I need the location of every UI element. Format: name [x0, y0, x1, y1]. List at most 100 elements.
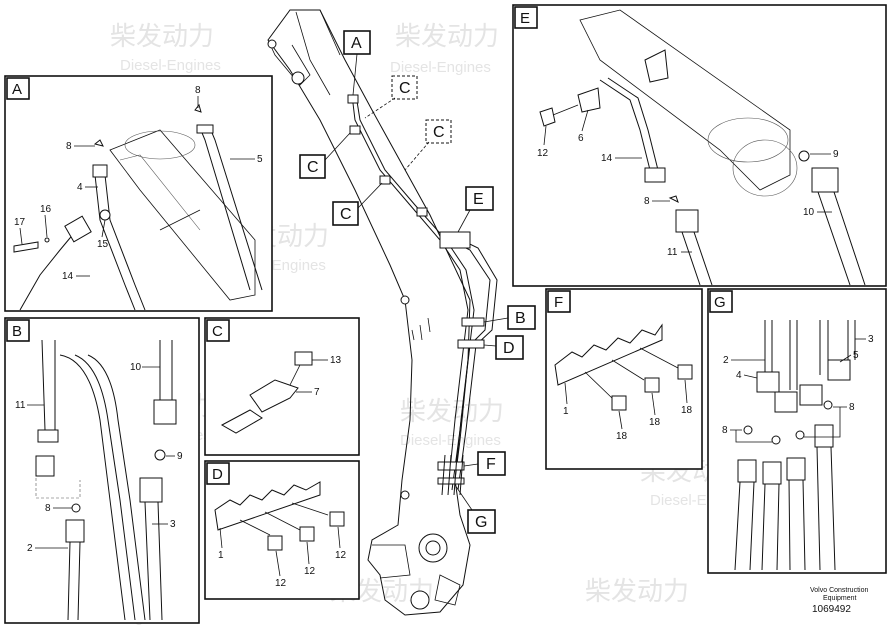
- callout-f-label: F: [486, 456, 496, 473]
- hose-clamp-c3: [416, 207, 428, 217]
- callout-a-label: A: [351, 35, 362, 52]
- panel-a-bolt-17: [13, 241, 39, 253]
- panel-b-title: B: [12, 323, 22, 340]
- panel-g-leader-4: [743, 374, 758, 379]
- panel-a-leader-17: [19, 227, 23, 245]
- panel-e-oring-9: [798, 150, 810, 162]
- panel-d-part-12b: 12: [304, 566, 316, 577]
- panel-f-bolt-3: [677, 364, 693, 380]
- panel-a-leader-15: [101, 219, 106, 238]
- callout-b-box[interactable]: [507, 305, 536, 330]
- watermark-en-1: Diesel-Engines: [120, 57, 221, 74]
- panel-b-part-2: 2: [27, 543, 33, 554]
- panel-a-tag: [6, 77, 30, 100]
- callout-d-box[interactable]: [495, 335, 524, 360]
- panel-e-hose-11: [681, 231, 713, 286]
- boom-outline: [267, 9, 471, 616]
- hose-clamp-c2: [379, 175, 391, 185]
- panel-e-tag: [514, 6, 538, 29]
- panel-c-clamp-7: [249, 379, 299, 413]
- panel-a-frame: [4, 75, 273, 312]
- panel-e-cyl-end-2: [707, 117, 789, 163]
- panel-c-title: C: [212, 323, 223, 340]
- footer-doc-number: 1069492: [812, 604, 851, 615]
- panel-g-fitting-4: [756, 371, 780, 393]
- hose-clamp-b: [461, 317, 485, 327]
- panel-e-fitting-10: [811, 167, 839, 193]
- callout-c-dashed-2-box[interactable]: [425, 119, 452, 144]
- hose-4: [444, 231, 498, 491]
- panel-e-part-6: 6: [578, 133, 584, 144]
- panel-b-dash: [35, 478, 81, 499]
- panel-f-bolt-1: [611, 395, 627, 411]
- panel-c-bolt-shank: [289, 364, 301, 386]
- panel-e-fitting-14: [644, 167, 666, 183]
- panel-f-bolt-2: [644, 377, 660, 393]
- panel-a-clamp: [64, 215, 92, 243]
- panel-b-hose-3: [144, 501, 163, 621]
- boom-edge-1: [295, 11, 331, 96]
- panel-e-oring-8: [668, 195, 679, 203]
- callout-c-2-box[interactable]: [332, 201, 359, 226]
- panel-c-bolt-head: [294, 351, 313, 366]
- panel-b-fitting-11a: [37, 429, 59, 443]
- boom-pin-top: [267, 39, 277, 49]
- callout-e-box[interactable]: [465, 186, 494, 211]
- panel-a-cyl-line2: [159, 209, 201, 231]
- panel-d-part-1: 1: [218, 550, 224, 561]
- panel-a-title: A: [12, 81, 22, 98]
- panel-g-fitting-a: [774, 391, 798, 413]
- panel-c-part-13: 13: [330, 355, 342, 366]
- panel-b-fitting-11b: [35, 455, 55, 477]
- panel-b-oring-8: [71, 503, 81, 513]
- callout-g-leader: [454, 484, 473, 511]
- panel-f-leader-1: [564, 382, 568, 405]
- panel-e-leader-6: [581, 109, 589, 132]
- panel-e-bolt-shank: [552, 104, 579, 116]
- callout-c-2-label: C: [340, 206, 352, 223]
- panel-b-line-2: [74, 354, 136, 621]
- panel-a-leader-16: [44, 214, 48, 238]
- callout-g-box[interactable]: [467, 509, 496, 534]
- watermark-cn-1: 柴发动力: [110, 22, 214, 52]
- watermark-en-2: Diesel-Engines: [390, 59, 491, 76]
- panel-e-fitting-11: [675, 209, 699, 233]
- callout-c-dashed-1-box[interactable]: [391, 75, 418, 100]
- callout-c-1-box[interactable]: [299, 154, 326, 179]
- panel-b-hose-2: [67, 541, 81, 621]
- panel-g-fitting-5: [827, 359, 851, 381]
- panel-a-oring-8b: [194, 103, 202, 113]
- panel-d-part-12c: 12: [335, 550, 347, 561]
- panel-a-hose-4: [94, 174, 146, 311]
- panel-b-hose-11: [41, 339, 56, 431]
- callout-f-box[interactable]: [477, 451, 506, 476]
- hoses-lower: [441, 454, 464, 496]
- panel-d-bolt-shanks: [239, 502, 329, 536]
- panel-e: E 12 6 14 9 8 10 11: [512, 4, 887, 287]
- panel-a-part-5: 5: [257, 154, 263, 165]
- panel-d-leader-12a: [275, 550, 281, 577]
- panel-d-part-12a: 12: [275, 578, 287, 589]
- panel-d-title: D: [212, 466, 223, 483]
- callout-e-label: E: [473, 191, 484, 208]
- panel-g-fitting-low-4: [814, 424, 834, 448]
- hose-3: [439, 234, 491, 491]
- panel-b-line-3: [87, 354, 146, 621]
- callout-c-dashed-2-leader: [404, 141, 430, 171]
- panel-g-part-8-left: 8: [722, 425, 728, 436]
- callout-c-1-label: C: [307, 159, 319, 176]
- panel-a-seal-15: [99, 209, 111, 221]
- panel-d-leader-12c: [337, 526, 341, 549]
- panel-f-bolt-shanks: [584, 347, 679, 399]
- hose-1: [351, 94, 469, 471]
- panel-e-part-11: 11: [667, 247, 678, 258]
- panel-b-part-10: 10: [130, 362, 142, 373]
- panel-g-hoses-top: [764, 320, 856, 390]
- watermark-en-6: Diesel-Engines: [400, 432, 501, 449]
- callout-b-label: B: [515, 310, 526, 327]
- panel-f-leader-18c: [684, 379, 688, 404]
- callout-c-dashed-1-label: C: [399, 80, 411, 97]
- panel-f: F 1 18 18 18: [545, 288, 703, 470]
- panel-e-cyl-end: [732, 139, 798, 197]
